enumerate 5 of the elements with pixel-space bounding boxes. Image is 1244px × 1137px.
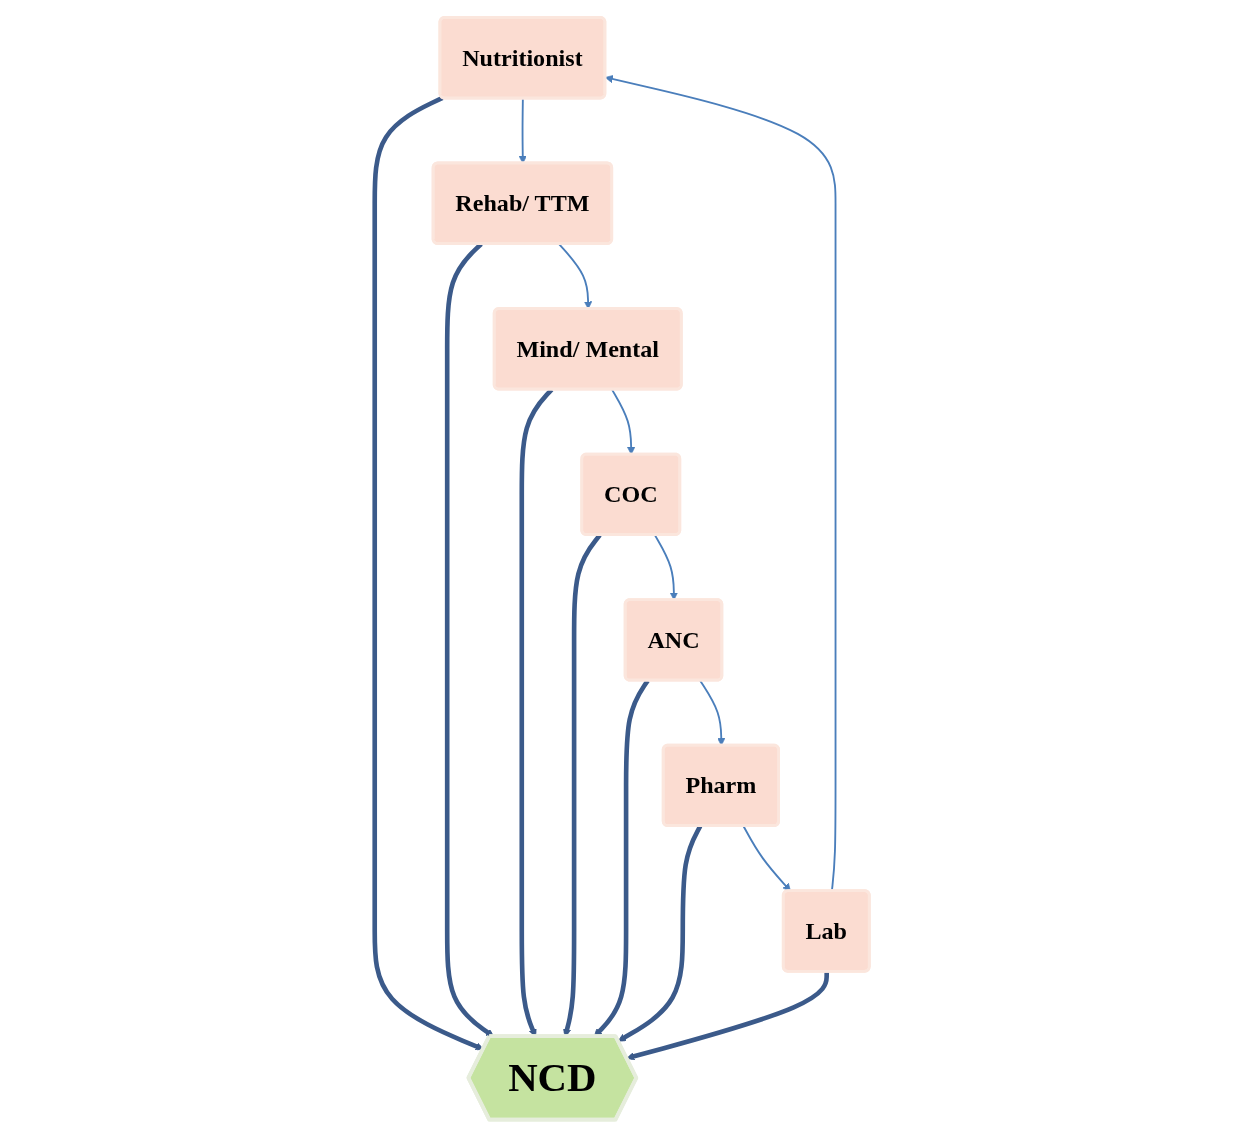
arrow	[605, 75, 837, 892]
arrow	[742, 825, 791, 892]
arrow	[372, 95, 484, 1051]
arrow	[617, 825, 703, 1042]
arrow	[626, 971, 830, 1061]
